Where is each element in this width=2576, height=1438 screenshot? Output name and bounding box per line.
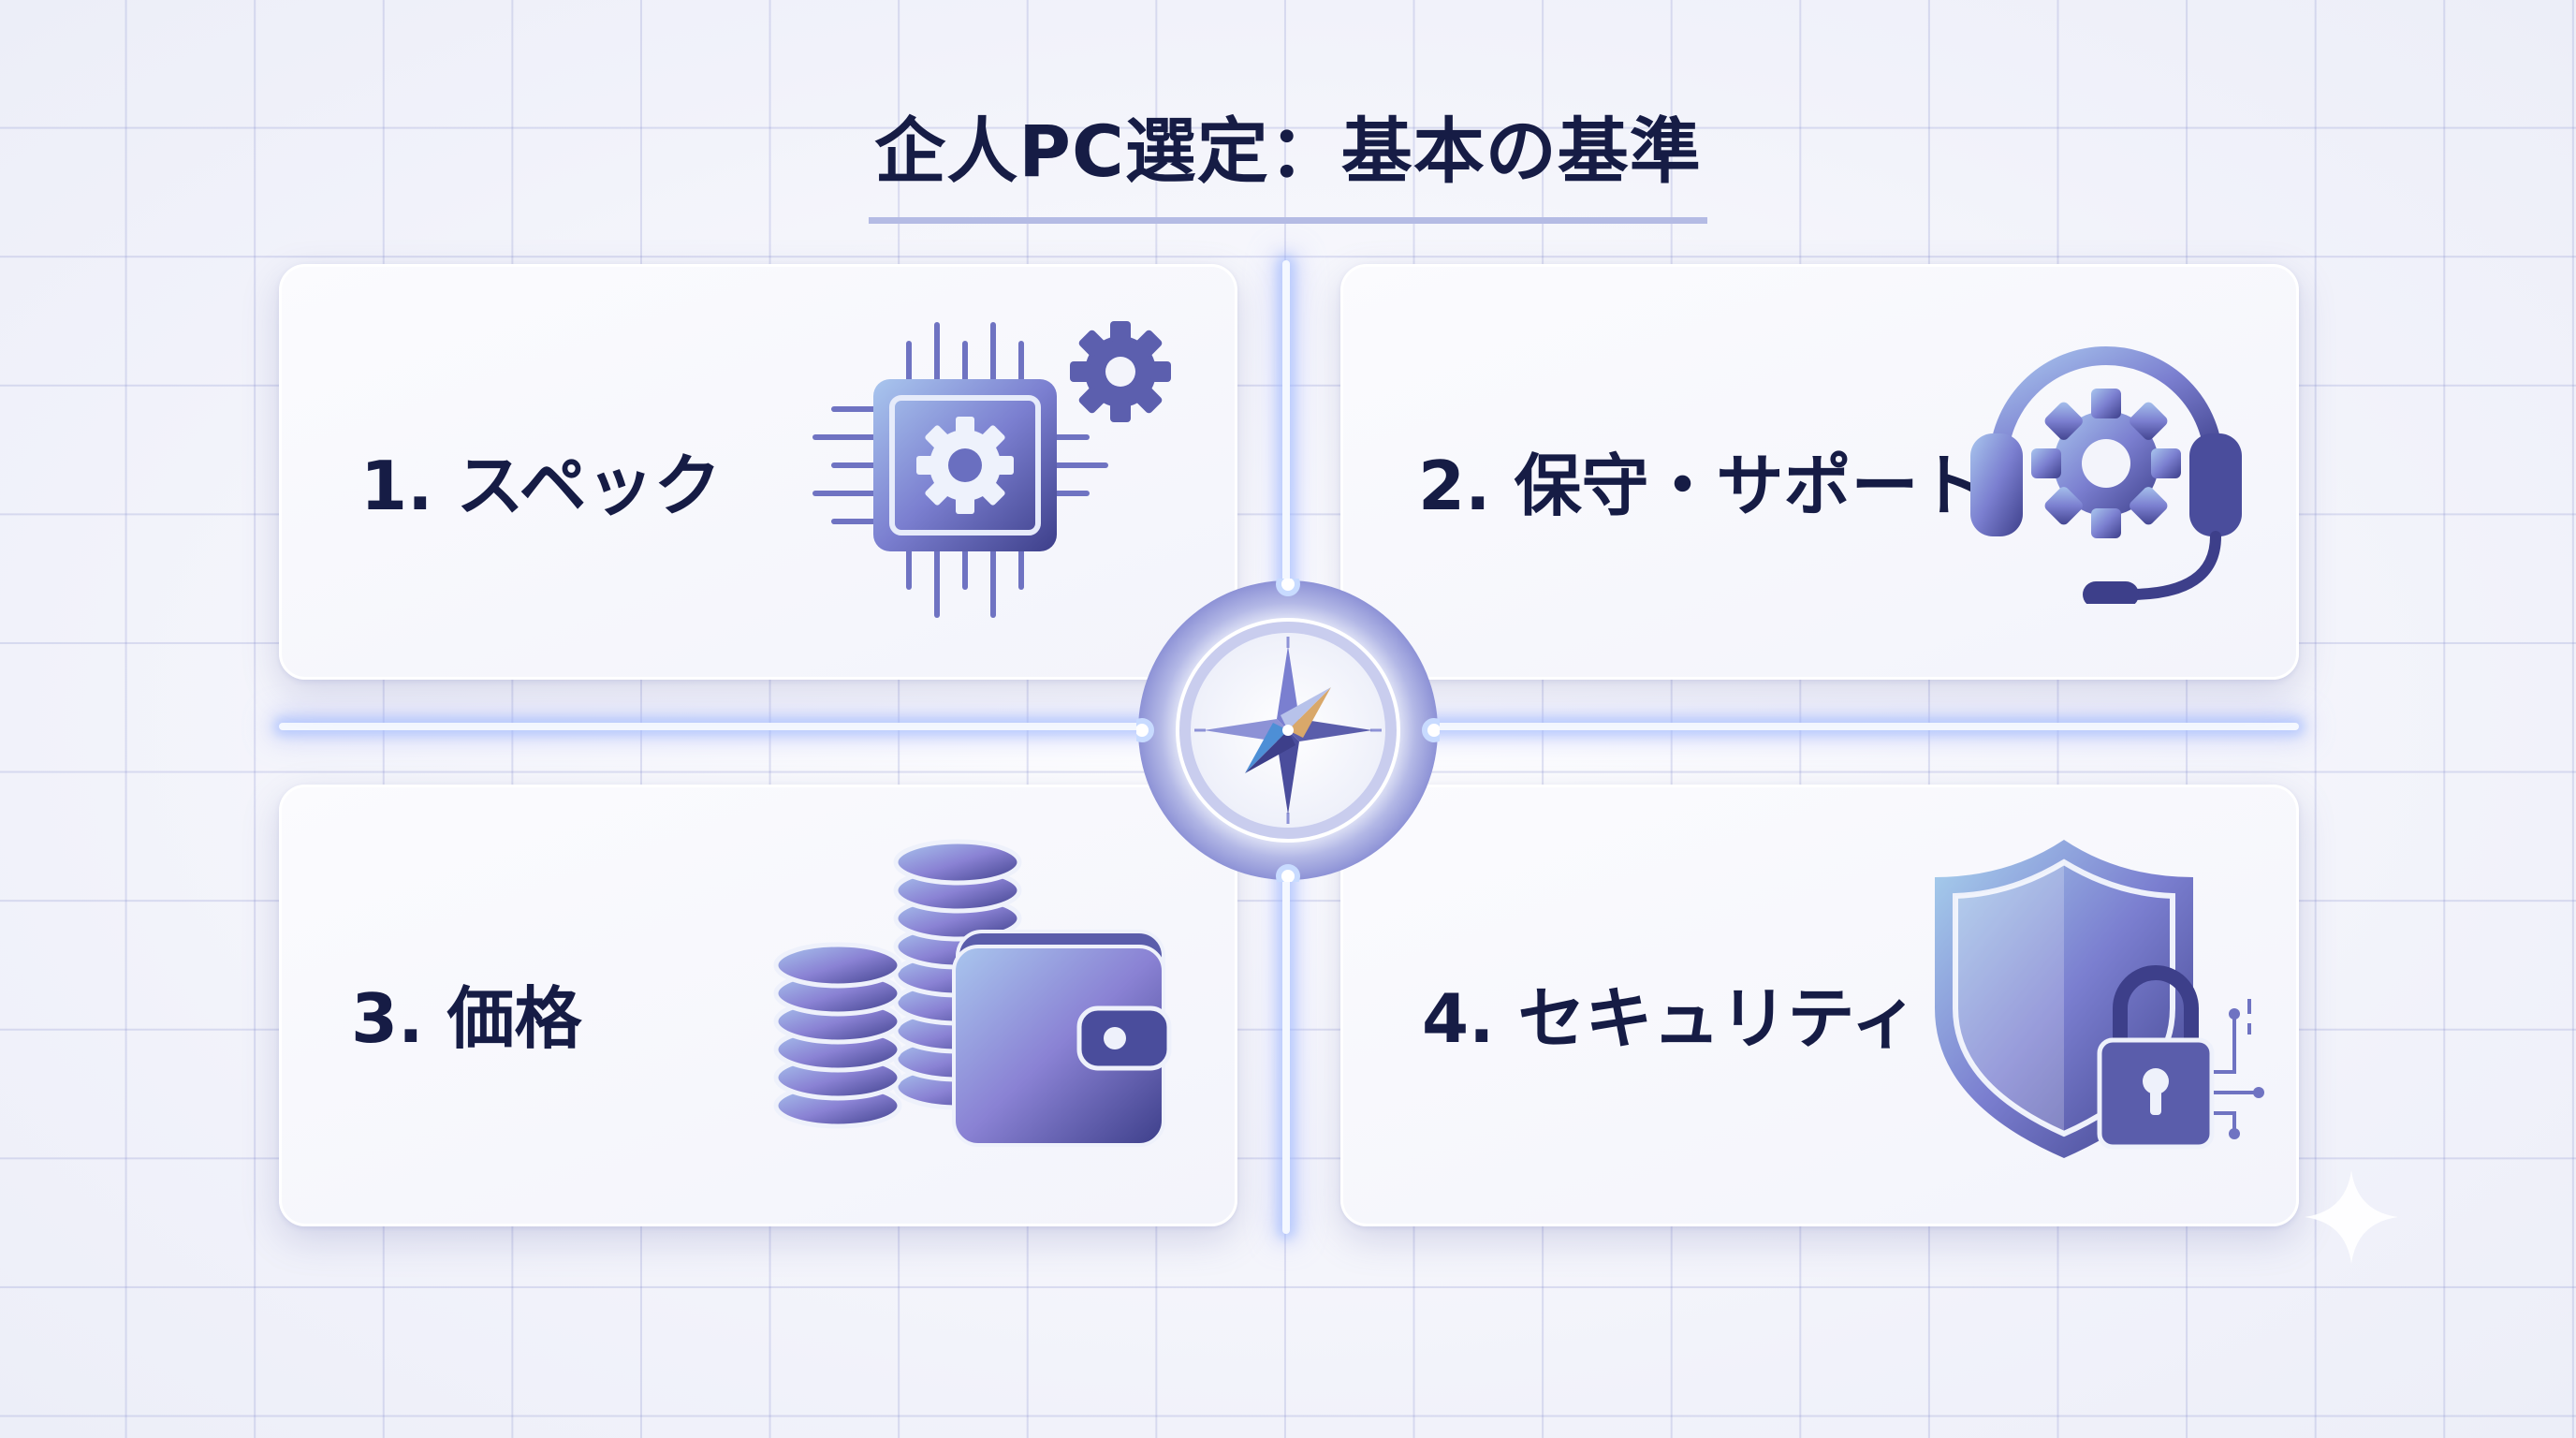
sparkle-icon xyxy=(2305,1170,2398,1264)
card-specs-label: 1. スペック xyxy=(360,447,722,525)
compass-icon xyxy=(1136,579,1440,882)
page-title: 企人PC選定：基本の基準 xyxy=(869,94,1707,224)
coins-wallet-icon xyxy=(773,839,1172,1147)
card-price[interactable]: 3. 価格 xyxy=(279,785,1237,1226)
card-support-label: 2. 保守・サポート xyxy=(1418,447,1986,525)
headset-gear-icon xyxy=(1970,346,2242,604)
card-specs[interactable]: 1. スペック xyxy=(279,264,1237,680)
cpu-chip-gear-icon xyxy=(812,321,1171,618)
card-security[interactable]: 4. セキュリティ xyxy=(1340,785,2299,1226)
shield-lock-icon xyxy=(1935,840,2264,1158)
card-security-label: 4. セキュリティ xyxy=(1422,979,1919,1058)
card-price-label: 3. 価格 xyxy=(351,979,582,1058)
title-container: 企人PC選定：基本の基準 xyxy=(0,94,2576,224)
card-support[interactable]: 2. 保守・サポート xyxy=(1340,264,2299,680)
